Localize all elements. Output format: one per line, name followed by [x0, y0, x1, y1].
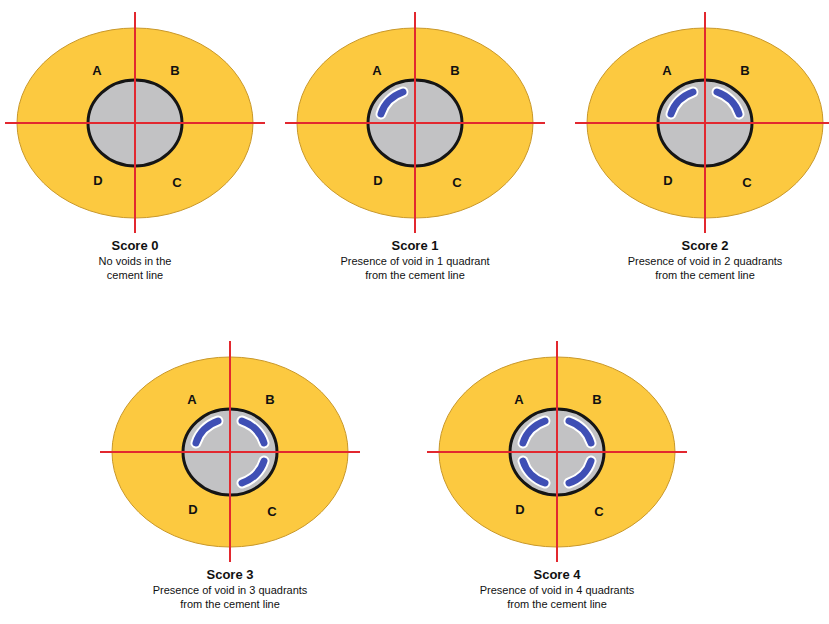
quadrant-letter: D [515, 502, 524, 517]
score-heading: Score 2 [682, 238, 729, 253]
quadrant-letter: A [514, 392, 523, 407]
quadrant-letter: A [187, 392, 196, 407]
quadrant-letter: C [267, 504, 276, 519]
score-0-figure [5, 12, 265, 233]
quadrant-letter: C [172, 175, 181, 190]
score-description: Presence of void in 1 quadrant from the … [329, 254, 501, 282]
score-1-figure [285, 12, 545, 233]
quadrant-letter: D [93, 173, 102, 188]
quadrant-letter: C [452, 175, 461, 190]
quadrant-letter: C [742, 175, 751, 190]
score-description: No voids in the cement line [85, 254, 185, 282]
score-description: Presence of void in 4 quadrants from the… [471, 583, 643, 611]
score-heading: Score 1 [392, 238, 439, 253]
quadrant-letter: B [740, 63, 749, 78]
score-description: Presence of void in 2 quadrants from the… [619, 254, 791, 282]
score-2-figure [575, 12, 829, 233]
quadrant-letter: D [663, 173, 672, 188]
quadrant-letter: A [92, 63, 101, 78]
score-description: Presence of void in 3 quadrants from the… [144, 583, 316, 611]
quadrant-letter: A [662, 63, 671, 78]
score-heading: Score 0 [112, 238, 159, 253]
quadrant-letter: A [372, 63, 381, 78]
score-4-figure [427, 341, 687, 562]
quadrant-letter: B [592, 392, 601, 407]
quadrant-letter: B [265, 392, 274, 407]
quadrant-letter: B [450, 63, 459, 78]
score-heading: Score 3 [207, 567, 254, 582]
quadrant-letter: D [373, 173, 382, 188]
quadrant-letter: B [170, 63, 179, 78]
score-3-figure [100, 341, 360, 562]
quadrant-letter: D [188, 502, 197, 517]
score-heading: Score 4 [534, 567, 581, 582]
quadrant-letter: C [594, 504, 603, 519]
